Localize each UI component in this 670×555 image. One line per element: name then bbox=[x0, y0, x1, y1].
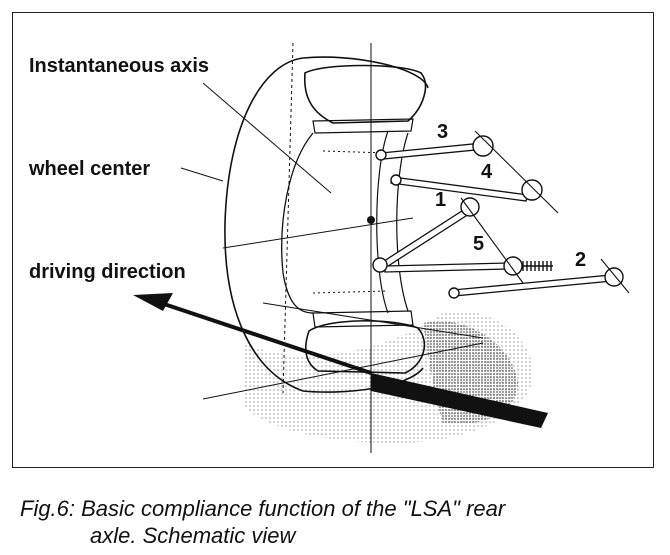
suspension-links bbox=[380, 143, 613, 297]
suspension-schematic bbox=[133, 42, 630, 453]
joint-axis-lines bbox=[460, 130, 630, 294]
link-label-5: 5 bbox=[473, 233, 485, 255]
link-label-4: 4 bbox=[481, 161, 493, 183]
link-label-3: 3 bbox=[437, 121, 449, 143]
ground-axis-bar bbox=[371, 373, 548, 428]
driving-direction-arrow bbox=[133, 293, 372, 375]
label-instantaneous-axis: Instantaneous axis bbox=[29, 55, 210, 77]
ball-joints bbox=[372, 135, 624, 299]
label-driving-direction: driving direction bbox=[29, 261, 186, 283]
leader-lines bbox=[180, 82, 332, 194]
link-label-1: 1 bbox=[435, 189, 447, 211]
label-wheel-center: wheel center bbox=[29, 158, 151, 180]
caption-line-1: Fig.6: Basic compliance function of the … bbox=[20, 496, 506, 521]
figure-caption: Fig.6: Basic compliance function of the … bbox=[20, 495, 660, 549]
wheel-center-point bbox=[367, 216, 375, 224]
caption-line-2: axle. Schematic view bbox=[90, 523, 296, 548]
link-label-2: 2 bbox=[575, 249, 587, 271]
spring-element bbox=[521, 261, 553, 271]
wheel bbox=[224, 56, 429, 393]
figure-frame: Instantaneous axis wheel center driving … bbox=[12, 12, 654, 468]
